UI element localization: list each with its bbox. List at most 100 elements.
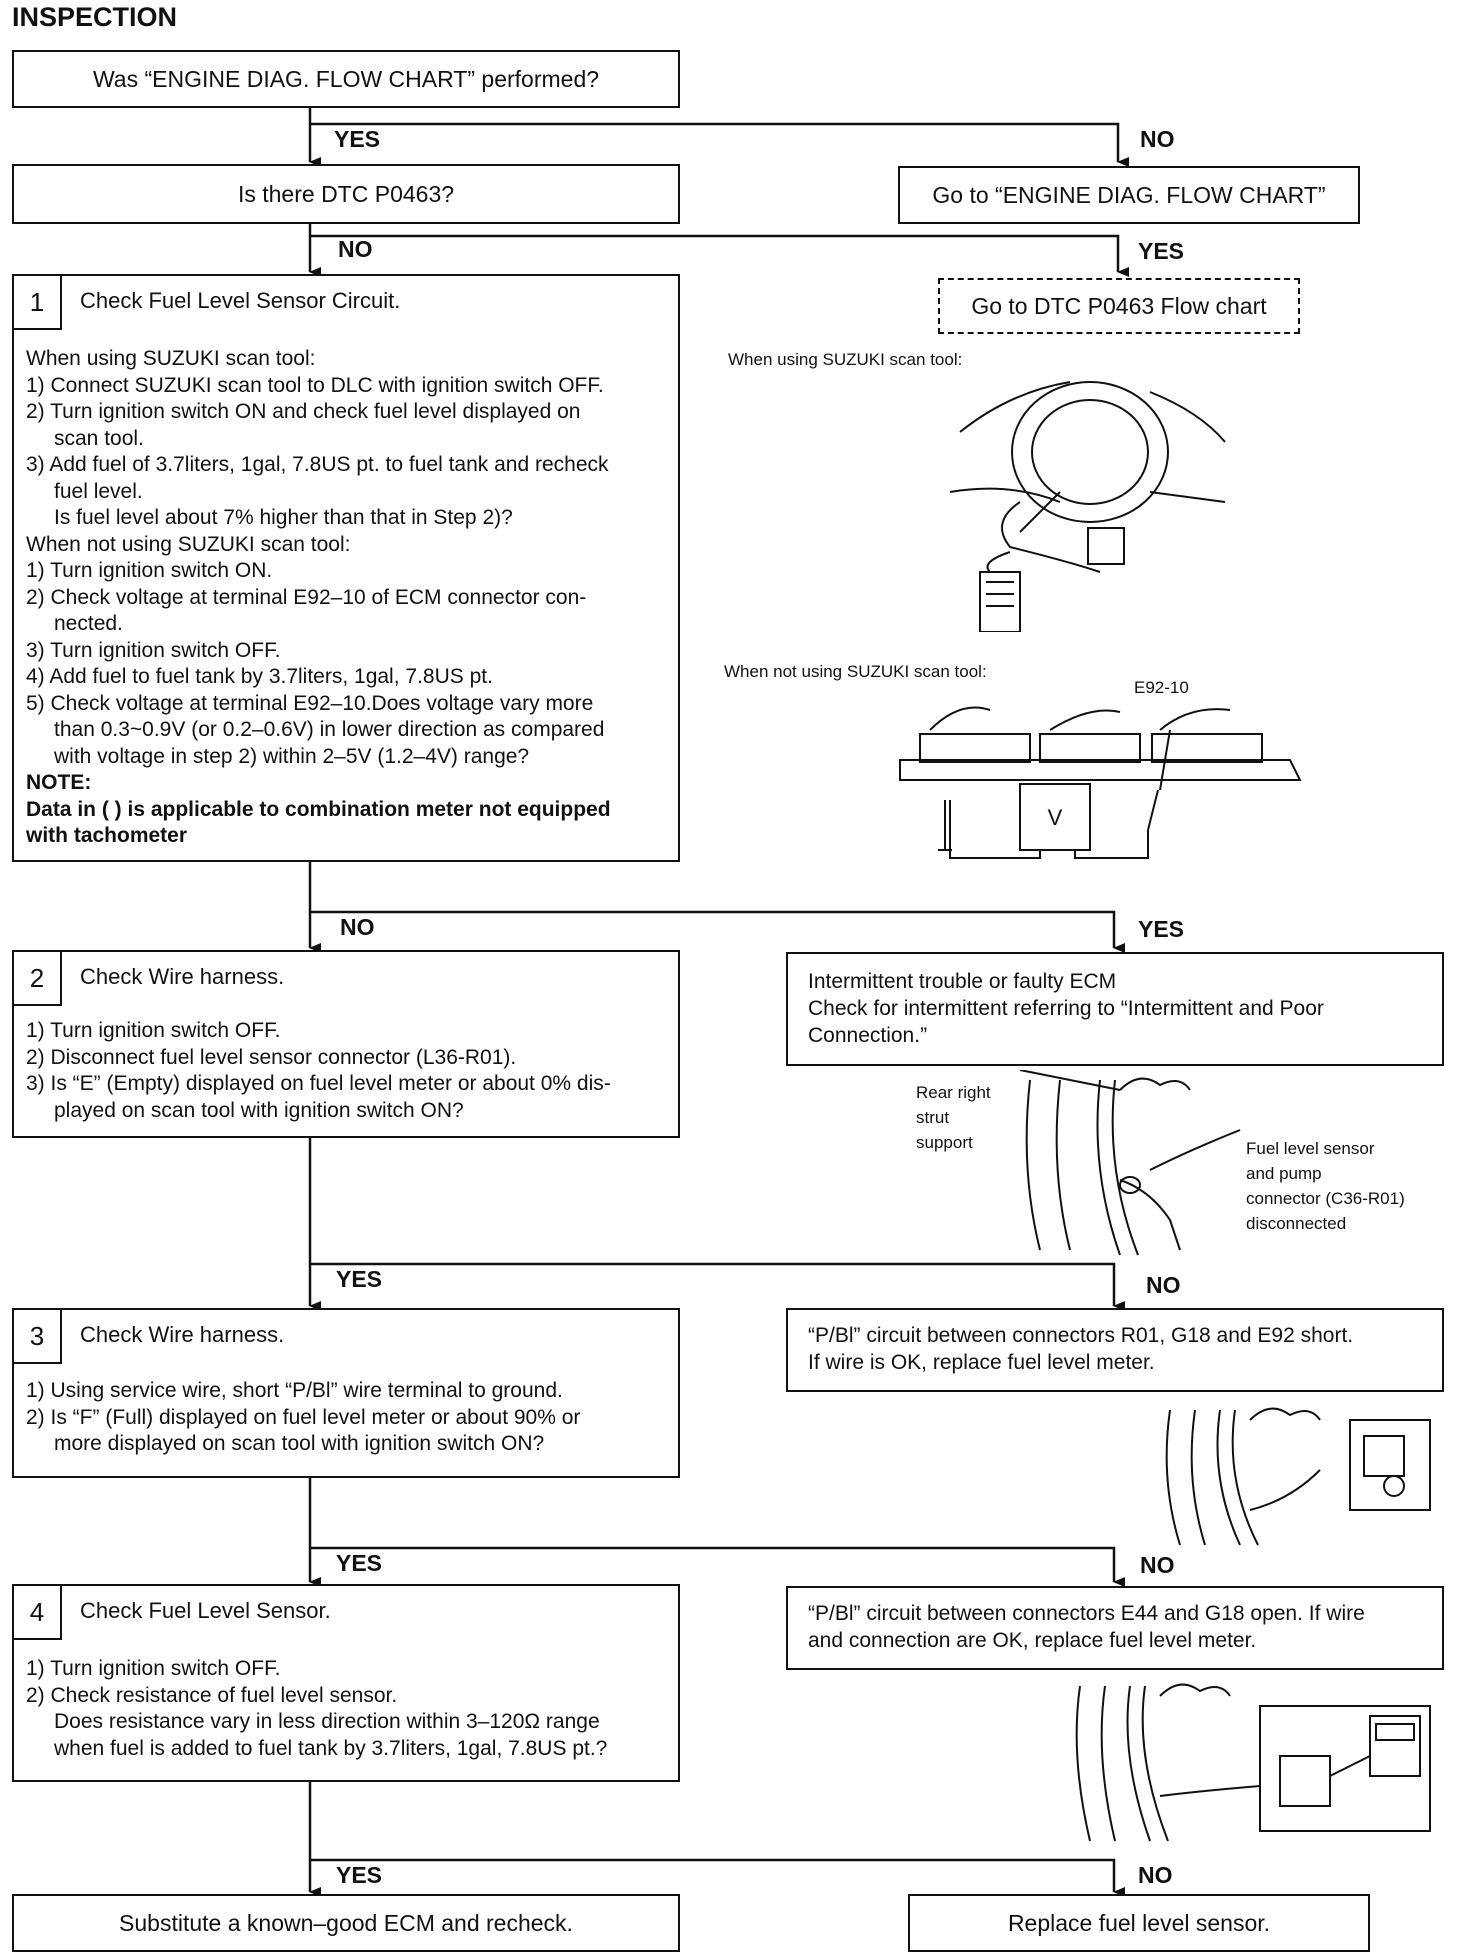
step3-box: 3 Check Wire harness. 1) Using service w… <box>12 1308 680 1478</box>
step1-number: 1 <box>14 276 62 330</box>
step2-line: 1) Turn ignition switch OFF. <box>26 1019 281 1042</box>
step1-line: When not using SUZUKI scan tool: <box>26 532 351 556</box>
step4-title: Check Fuel Level Sensor. <box>80 1598 331 1623</box>
yes-label: YES <box>1138 916 1185 942</box>
step1-line: Is fuel level about 7% higher than that … <box>54 506 513 529</box>
yes-label: YES <box>1138 238 1185 264</box>
step2-line: 2) Disconnect fuel level sensor connecto… <box>26 1045 517 1069</box>
step4-box: 4 Check Fuel Level Sensor. 1) Turn ignit… <box>12 1584 680 1782</box>
step1-line: When using SUZUKI scan tool: <box>26 347 316 370</box>
step1-line: fuel level. <box>54 479 143 503</box>
caption-scan-tool: When using SUZUKI scan tool: <box>728 350 963 369</box>
replace-sensor-box: Replace fuel level sensor. <box>908 1894 1370 1952</box>
short-circuit-box: “P/Bl” circuit between connectors R01, G… <box>786 1308 1444 1392</box>
go-dtc-flow-text: Go to DTC P0463 Flow chart <box>971 292 1267 319</box>
voltmeter-label: V <box>1048 805 1063 830</box>
no-label: NO <box>1146 1272 1181 1298</box>
no-label: NO <box>340 914 375 940</box>
step1-line: 5) Check voltage at terminal E92–10.Does… <box>26 691 594 715</box>
caption-strut-line: strut <box>916 1108 950 1127</box>
step3-number: 3 <box>14 1310 62 1364</box>
step3-line: 2) Is “F” (Full) displayed on fuel level… <box>26 1405 581 1429</box>
caption-sensor-line: and pump <box>1246 1164 1322 1183</box>
substitute-ecm-box: Substitute a known–good ECM and recheck. <box>12 1894 680 1952</box>
caption-no-scan-tool: When not using SUZUKI scan tool: <box>724 662 987 681</box>
step3-line: 1) Using service wire, short “P/Bl” wire… <box>26 1379 563 1402</box>
intermittent-line: Connection.” <box>808 1024 928 1047</box>
question-diag-flow-chart: Was “ENGINE DIAG. FLOW CHART” performed? <box>12 50 680 108</box>
step4-line: Does resistance vary in less direction w… <box>54 1710 600 1733</box>
caption-strut: Rear right strut support <box>916 1080 991 1155</box>
strut-illustration <box>1019 1070 1241 1256</box>
no-label: NO <box>1138 1862 1173 1888</box>
caption-strut-line: Rear right <box>916 1083 991 1102</box>
step1-note-text: with tachometer <box>26 824 188 847</box>
step1-body: When using SUZUKI scan tool: 1) Connect … <box>26 346 668 850</box>
yes-label: YES <box>336 1266 383 1292</box>
yes-label: YES <box>334 126 381 152</box>
caption-sensor-line: connector (C36-R01) <box>1246 1189 1405 1208</box>
step4-line: 1) Turn ignition switch OFF. <box>26 1657 281 1680</box>
step1-box: 1 Check Fuel Level Sensor Circuit. When … <box>12 274 680 862</box>
no-label: NO <box>1140 1552 1175 1578</box>
caption-strut-line: support <box>916 1133 973 1152</box>
caption-e92-10: E92-10 <box>1134 678 1189 697</box>
intermittent-line: Check for intermittent referring to “Int… <box>808 997 1324 1020</box>
short-circuit-line: “P/Bl” circuit between connectors R01, G… <box>808 1324 1354 1347</box>
step2-body: 1) Turn ignition switch OFF. 2) Disconne… <box>26 1018 668 1124</box>
step4-number: 4 <box>14 1586 62 1640</box>
no-label: NO <box>338 236 373 262</box>
step2-line: 3) Is “E” (Empty) displayed on fuel leve… <box>26 1072 611 1095</box>
caption-sensor: Fuel level sensor and pump connector (C3… <box>1246 1136 1405 1236</box>
step1-line: 3) Add fuel of 3.7liters, 1gal, 7.8US pt… <box>26 453 609 476</box>
step1-line: 1) Connect SUZUKI scan tool to DLC with … <box>26 373 604 397</box>
intermittent-line: Intermittent trouble or faulty ECM <box>808 970 1117 993</box>
step1-line: 2) Turn ignition switch ON and check fue… <box>26 400 581 423</box>
short-wire-illustration <box>1165 1407 1431 1546</box>
question-dtc-text: Is there DTC P0463? <box>237 180 455 207</box>
yes-label: YES <box>336 1550 383 1576</box>
intermittent-box: Intermittent trouble or faulty ECM Check… <box>786 952 1444 1066</box>
step1-note-text: Data in ( ) is applicable to combination… <box>26 797 611 821</box>
go-engine-diag-text: Go to “ENGINE DIAG. FLOW CHART” <box>932 181 1326 208</box>
yes-label: YES <box>336 1862 383 1888</box>
step1-line: scan tool. <box>54 426 144 450</box>
step1-title: Check Fuel Level Sensor Circuit. <box>80 288 401 313</box>
ecm-connector-illustration: V <box>899 706 1302 859</box>
no-label: NO <box>1140 126 1175 152</box>
step1-note-label: NOTE: <box>26 771 92 794</box>
step3-title: Check Wire harness. <box>80 1322 285 1347</box>
caption-sensor-line: disconnected <box>1246 1214 1347 1233</box>
step2-number: 2 <box>14 952 62 1006</box>
step1-line: with voltage in step 2) within 2–5V (1.2… <box>54 744 530 768</box>
step2-box: 2 Check Wire harness. 1) Turn ignition s… <box>12 950 680 1138</box>
step1-line: 4) Add fuel to fuel tank by 3.7liters, 1… <box>26 665 493 688</box>
replace-sensor-text: Replace fuel level sensor. <box>1007 1909 1271 1936</box>
open-circuit-box: “P/Bl” circuit between connectors E44 an… <box>786 1586 1444 1670</box>
step3-body: 1) Using service wire, short “P/Bl” wire… <box>26 1378 668 1458</box>
open-circuit-line: and connection are OK, replace fuel leve… <box>808 1629 1257 1652</box>
question-dtc: Is there DTC P0463? <box>12 164 680 224</box>
step1-line: 2) Check voltage at terminal E92–10 of E… <box>26 585 587 609</box>
resistance-check-illustration <box>1075 1683 1431 1842</box>
scan-tool-illustration <box>950 381 1226 632</box>
substitute-ecm-text: Substitute a known–good ECM and recheck. <box>119 1909 573 1936</box>
step4-line: when fuel is added to fuel tank by 3.7li… <box>54 1736 608 1760</box>
short-circuit-line: If wire is OK, replace fuel level meter. <box>808 1351 1155 1374</box>
caption-sensor-line: Fuel level sensor <box>1246 1139 1375 1158</box>
go-engine-diag-box: Go to “ENGINE DIAG. FLOW CHART” <box>898 166 1360 224</box>
step1-line: than 0.3~0.9V (or 0.2–0.6V) in lower dir… <box>54 718 605 741</box>
step2-title: Check Wire harness. <box>80 964 285 989</box>
step1-line: nected. <box>54 612 123 635</box>
go-dtc-flow-box: Go to DTC P0463 Flow chart <box>938 278 1300 334</box>
question-diag-flow-chart-text: Was “ENGINE DIAG. FLOW CHART” performed? <box>92 65 600 92</box>
step1-line: 3) Turn ignition switch OFF. <box>26 638 281 662</box>
open-circuit-line: “P/Bl” circuit between connectors E44 an… <box>808 1602 1365 1625</box>
step1-line: 1) Turn ignition switch ON. <box>26 559 273 582</box>
step4-line: 2) Check resistance of fuel level sensor… <box>26 1683 398 1707</box>
step3-line: more displayed on scan tool with ignitio… <box>54 1432 545 1455</box>
step4-body: 1) Turn ignition switch OFF. 2) Check re… <box>26 1656 668 1762</box>
step2-line: played on scan tool with ignition switch… <box>54 1098 464 1122</box>
page-title: INSPECTION <box>12 2 178 32</box>
